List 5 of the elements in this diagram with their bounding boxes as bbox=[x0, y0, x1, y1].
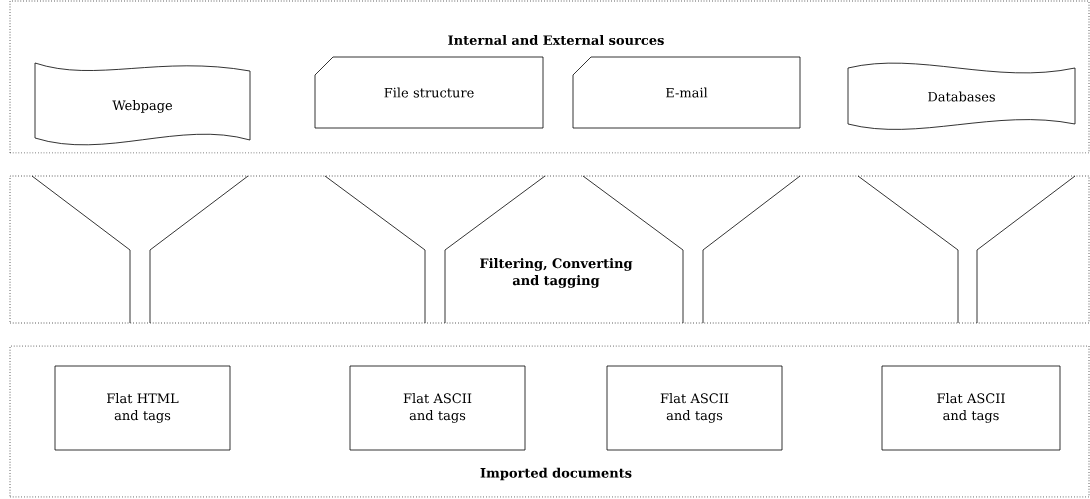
document-box: Flat ASCII and tags bbox=[349, 365, 526, 451]
band: Filtering, Converting and tagging bbox=[9, 175, 1090, 324]
document-box: Flat HTML and tags bbox=[54, 365, 231, 451]
document-box: Flat ASCII and tags bbox=[606, 365, 783, 451]
document-box: Flat ASCII and tags bbox=[881, 365, 1061, 451]
